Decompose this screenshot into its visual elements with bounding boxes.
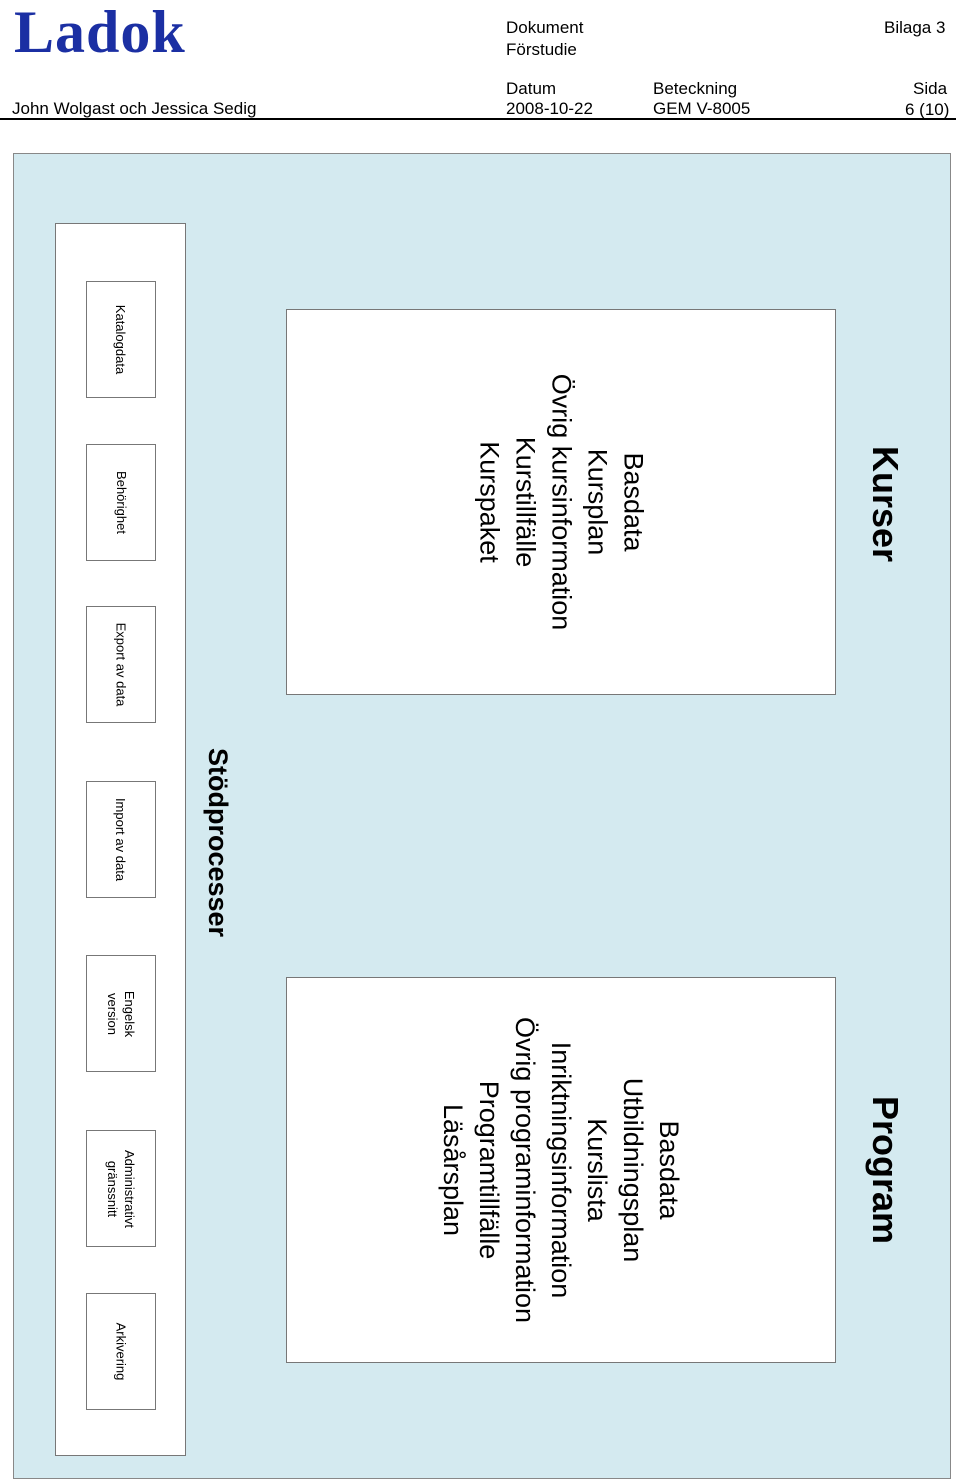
kurser-item: Övrig kursinformation [546,373,576,631]
support-box-eligibility: Behörighet [86,444,156,561]
support-box-label: Import av data [113,797,129,882]
document-label: Dokument [506,18,584,37]
support-box-label: Behörighet [113,471,129,534]
program-title-area: Program [850,1040,920,1300]
authors: John Wolgast och Jessica Sedig [12,99,257,118]
support-title-area: Stödprocesser [190,720,245,965]
kurser-title-area: Kurser [850,404,920,604]
program-item: Programtillfälle [474,1080,504,1260]
program-list: Basdata Utbildningsplan Kurslista Inrikt… [435,1017,687,1323]
support-box-archiving: Arkivering [86,1293,156,1410]
date-label: Datum [506,79,557,98]
kurser-item: Kurstillfälle [510,436,540,568]
kurser-title: Kurser [865,445,906,563]
kurser-item: Kurspaket [474,441,504,563]
support-box-import-data: Import av data [86,781,156,898]
attachment-label: Bilaga 3 [884,18,946,37]
support-title: Stödprocesser [203,747,234,938]
program-item: Utbildningsplan [618,1077,648,1263]
program-item: Kurslista [582,1118,612,1222]
program-item: Läsårsplan [438,1103,468,1237]
support-box-label: Arkivering [113,1322,129,1381]
support-box-label: Export av data [113,622,129,707]
kurser-item: Basdata [618,452,648,552]
header-divider [0,118,956,120]
program-item: Inriktningsinformation [546,1041,576,1299]
page-label: Sida [913,79,948,98]
support-box-export-data: Export av data [86,606,156,723]
kurser-list: Basdata Kursplan Övrig kursinformation K… [471,374,651,631]
kurser-panel: Basdata Kursplan Övrig kursinformation K… [286,309,836,695]
support-box-catalog-data: Katalogdata [86,281,156,398]
program-item: Övrig programinformation [510,1016,540,1324]
program-item: Basdata [654,1120,684,1220]
reference-value: GEM V-8005 [653,99,751,118]
page-number: 6 (10) [905,100,950,119]
program-panel: Basdata Utbildningsplan Kurslista Inrikt… [286,977,836,1363]
kurser-item: Kursplan [582,448,612,556]
date-value: 2008-10-22 [506,99,593,118]
program-title: Program [865,1095,907,1245]
reference-label: Beteckning [653,79,738,98]
support-box-label: Katalogdata [113,304,129,375]
document-value: Förstudie [506,40,577,59]
ladok-logo: Ladok [14,0,186,65]
